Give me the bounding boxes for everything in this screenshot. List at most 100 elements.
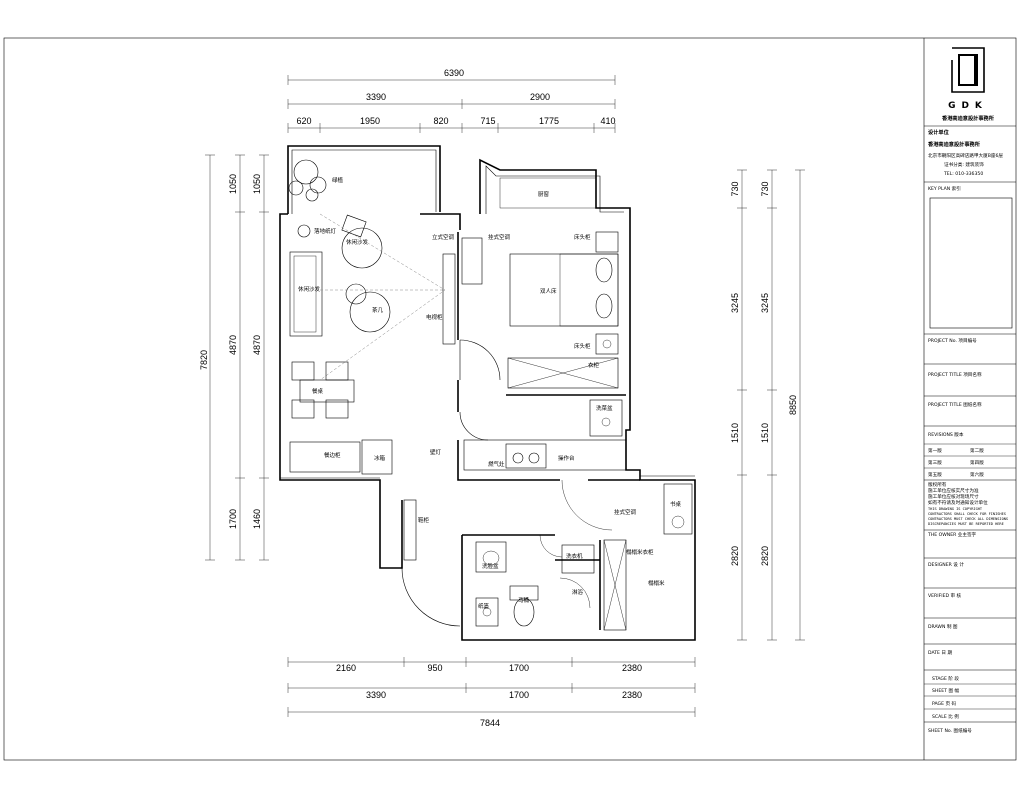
left-dimensions: 7820 1050 4870 1700 1050 4870 1460 <box>199 154 269 561</box>
label-floor-lamp: 落地纸灯 <box>314 227 337 235</box>
label-paper-towel: 纸篓 <box>478 602 490 610</box>
firm-name: 香港高迪意設計事務所 <box>942 114 995 122</box>
label-sideboard: 餐边柜 <box>324 451 341 459</box>
label-dining-table: 餐桌 <box>312 387 324 395</box>
owner-label: THE OWNER 业主签字 <box>927 531 977 538</box>
dim-right-col1-a: 730 <box>730 181 740 196</box>
room-labels: 绿植 落地纸灯 休闲沙发 休闲沙发 茶几 电视柜 立式空调 挂式空调 床头柜 双… <box>298 176 682 610</box>
note-en-1: THIS DRAWING IS COPYRIGHT <box>928 507 983 511</box>
dim-top-row3-4: 715 <box>480 116 495 126</box>
label-lounge-chair: 休闲沙发 <box>346 238 369 246</box>
drawn-label: DRAWN 制 图 <box>928 623 958 630</box>
note-cn-2: 施工单位应核实尺寸为准 <box>928 487 979 494</box>
label-tatami-wardrobe: 榻榻米衣柜 <box>626 548 654 556</box>
label-kitchen-window: 厨窗 <box>538 190 550 198</box>
label-sink: 洗菜盆 <box>596 404 613 412</box>
label-ac-wall-bottom: 挂式空调 <box>614 508 637 516</box>
dim-top-row2-b: 2900 <box>530 92 550 102</box>
logo-letters: GDK <box>948 101 988 111</box>
rev-2a: 第三版 <box>928 459 942 466</box>
label-toilet: 马桶 <box>518 596 530 604</box>
dim-left-col2-c: 1700 <box>228 509 238 529</box>
project-title-1-label: PROJECT TITLE 项目名称 <box>928 371 982 378</box>
rev-1b: 第二版 <box>970 447 984 454</box>
dim-left-col2-a: 1050 <box>228 174 238 194</box>
label-double-bed: 双人床 <box>540 287 557 295</box>
label-counter: 操作台 <box>558 454 575 462</box>
page-label: PAGE 页 码 <box>932 700 957 707</box>
dim-right-col2-c: 1510 <box>760 423 770 443</box>
note-cn-3: 施工单位应核对现场尺寸 <box>928 493 979 500</box>
date-label: DATE 日 期 <box>928 650 952 656</box>
dim-right-overall: 8850 <box>788 395 798 415</box>
label-shoe-cabinet: 鞋柜 <box>418 516 430 524</box>
dim-bottom-row1-a: 2160 <box>336 663 356 673</box>
designer-label: DESIGNER 设 计 <box>928 561 964 568</box>
project-title-2-label: PROJECT TITLE 图纸名称 <box>928 401 982 408</box>
design-unit-label: 设计单位 <box>928 128 950 136</box>
dim-left-col3-b: 4870 <box>252 335 262 355</box>
key-plan-label: KEY PLAN 索引 <box>928 185 961 192</box>
top-dimensions: 6390 3390 2900 620 1950 820 715 1775 410 <box>287 68 616 133</box>
label-basin: 洗脸盆 <box>482 562 499 570</box>
dim-top-row3-5: 1775 <box>539 116 559 126</box>
label-water-heater: 燃气灶 <box>488 460 505 468</box>
dim-top-row3-3: 820 <box>433 116 448 126</box>
dim-left-col3-a: 1050 <box>252 174 262 194</box>
dim-right-col2-b: 3245 <box>760 293 770 313</box>
rev-2b: 第四版 <box>970 459 984 466</box>
title-block: GDK 香港高迪意設計事務所 设计单位 香港高迪意設計事務所 北京市朝阳区高碑店… <box>924 47 1016 734</box>
note-en-4: DISCREPANCIES MUST BE REPORTED HERE <box>928 522 1004 526</box>
furniture <box>288 159 695 631</box>
dim-top-row3-6: 410 <box>600 116 615 126</box>
label-nightstand-bottom: 床头柜 <box>574 342 591 350</box>
design-unit-name: 香港高迪意設計事務所 <box>928 140 981 148</box>
note-cn-4: 如有不符请及时通知设计单位 <box>928 499 988 506</box>
label-washer: 洗衣机 <box>566 552 583 560</box>
dim-bottom-row1-b: 950 <box>427 663 442 673</box>
label-ac-standing: 立式空调 <box>432 233 455 241</box>
dim-bottom-overall: 7844 <box>480 718 500 728</box>
label-tatami: 榻榻米 <box>648 579 665 587</box>
revisions-label: REVISIONS 版本 <box>928 431 964 438</box>
firm-address: 北京市朝阳区高碑店路甲大厦B座6层 <box>928 152 1003 159</box>
label-desk: 书桌 <box>670 500 682 508</box>
note-cn-1: 版权所有 <box>928 481 947 488</box>
scale-label: SCALE 比 例 <box>932 713 959 720</box>
label-fridge: 冰箱 <box>374 454 386 462</box>
bottom-dimensions: 2160 950 1700 2380 3390 1700 2380 7844 <box>287 657 696 728</box>
note-en-3: CONTRACTORS MUST CHECK ALL DIMENSIONS <box>928 517 1008 521</box>
note-en-2: CONTRACTORS SHALL CHECK FOR FINISHES <box>928 512 1006 516</box>
dim-bottom-row2-c: 2380 <box>622 690 642 700</box>
dim-bottom-row1-c: 1700 <box>509 663 529 673</box>
rev-1a: 第一版 <box>928 447 942 454</box>
label-wall-lamp: 壁灯 <box>430 448 442 456</box>
stage-label: STAGE 阶 段 <box>932 675 959 682</box>
label-tv-cabinet: 电视柜 <box>426 313 443 321</box>
dim-right-col2-a: 730 <box>760 181 770 196</box>
walls <box>279 145 696 641</box>
verified-label: VERIFIED 审 核 <box>928 592 962 599</box>
dim-right-col1-d: 2820 <box>730 546 740 566</box>
label-ac-wall-bed: 挂式空调 <box>488 233 511 241</box>
dim-top-row3-1: 620 <box>296 116 311 126</box>
dim-right-col1-b: 3245 <box>730 293 740 313</box>
dim-top-overall: 6390 <box>444 68 464 78</box>
dim-right-col2-d: 2820 <box>760 546 770 566</box>
dim-top-row2-a: 3390 <box>366 92 386 102</box>
dim-right-col1-c: 1510 <box>730 423 740 443</box>
dim-left-col2-b: 4870 <box>228 335 238 355</box>
sheet-label: SHEET 图 幅 <box>932 687 959 694</box>
right-dimensions: 730 3245 1510 2820 730 3245 1510 2820 88… <box>730 169 805 641</box>
label-nightstand-top: 床头柜 <box>574 233 591 241</box>
firm-tel: TEL: 010-336350 <box>943 171 983 177</box>
label-sofa: 休闲沙发 <box>298 285 321 293</box>
sheet-border <box>3 37 1017 761</box>
dim-left-overall: 7820 <box>199 350 209 370</box>
project-no-label: PROJECT No. 项目编号 <box>928 337 977 344</box>
label-balcony: 绿植 <box>332 176 344 184</box>
dim-bottom-row1-d: 2380 <box>622 663 642 673</box>
rev-3b: 第六版 <box>970 471 984 478</box>
dim-top-row3-2: 1950 <box>360 116 380 126</box>
